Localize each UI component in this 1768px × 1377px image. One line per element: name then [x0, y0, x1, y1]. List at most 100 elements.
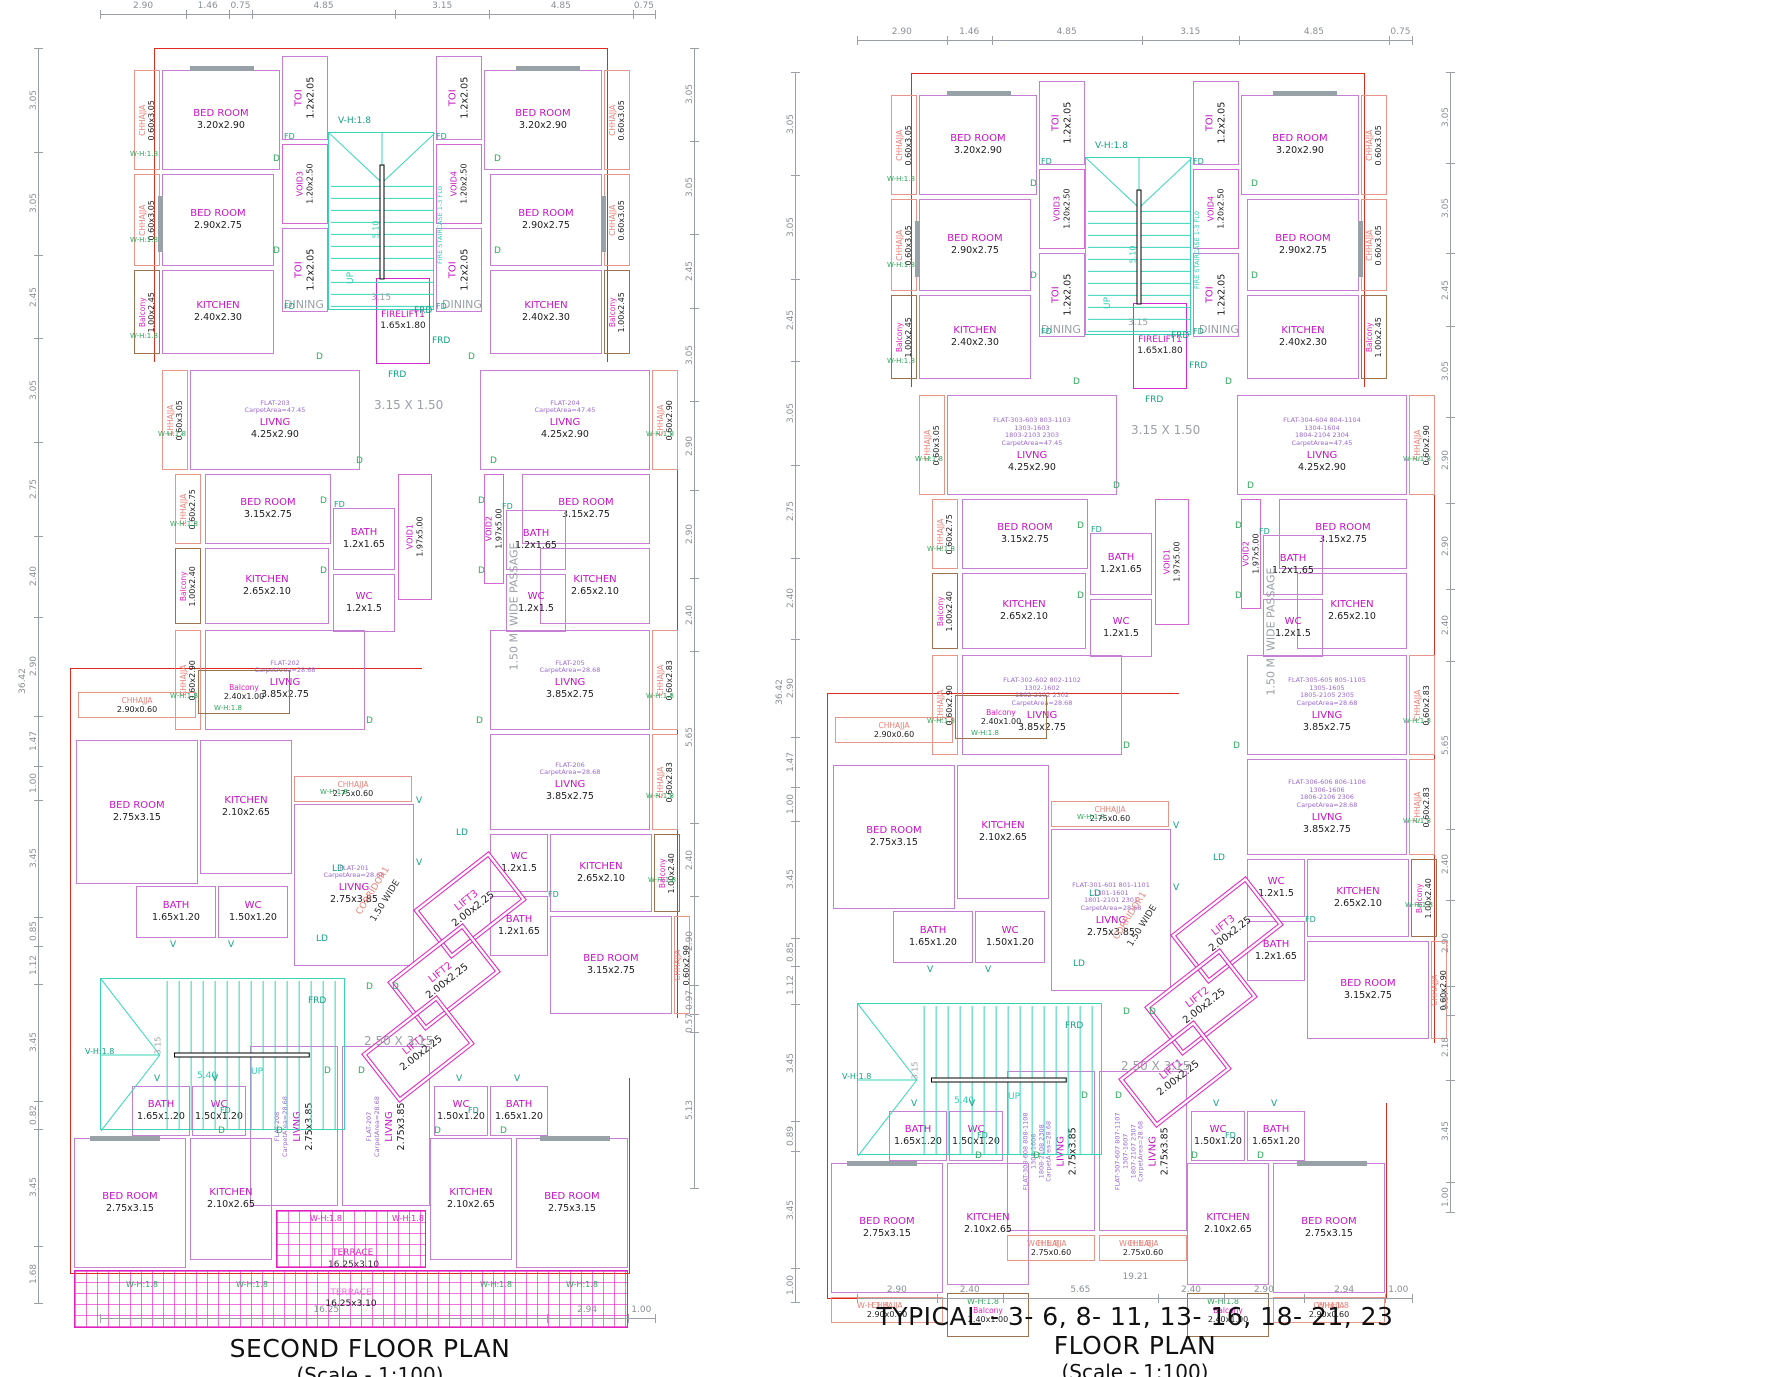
ruler-tick [34, 442, 43, 444]
room-dims: 2.75x3.15 [113, 812, 161, 824]
room-dims: 3.20x2.90 [197, 120, 245, 132]
room-dims: 0.60x2.83 [1421, 786, 1431, 828]
ruler-value: 1.00 [786, 1275, 797, 1296]
plan-label: V [985, 965, 992, 975]
ruler-tick [791, 1121, 800, 1123]
room-name: BATH [505, 1099, 533, 1111]
room-name: BATH [1279, 553, 1307, 565]
room-name: TERRACE [330, 1288, 372, 1299]
room-dims: 2.75x0.60 [1030, 1247, 1072, 1257]
room-dims: 1.2x2.05 [1216, 102, 1228, 144]
plan-label: D [476, 716, 483, 726]
room-name: KITCHEN [1281, 325, 1325, 337]
ruler-tick [791, 966, 800, 968]
room-dims: 3.85x2.75 [1303, 823, 1351, 835]
room-name: KITCHEN [209, 1187, 253, 1199]
room-dims: 3.20x2.90 [1276, 145, 1324, 157]
room-dims: 1.2x1.65 [498, 926, 540, 938]
room-dims: 1.2x2.05 [1062, 274, 1074, 316]
ruler-tick [791, 464, 800, 466]
ruler-value: 2.40 [786, 588, 797, 609]
room-dims: 0.60x3.05 [1373, 124, 1383, 166]
room-name: BED ROOM [866, 825, 922, 837]
room-dims: 1.2x1.5 [518, 603, 554, 615]
ruler-tick [34, 1303, 43, 1304]
ruler-tick [1238, 36, 1240, 45]
room-dims: 1.00x2.45 [1373, 316, 1383, 358]
room-name: Balcony [137, 297, 147, 327]
room-dims: 2.65x2.10 [571, 586, 619, 598]
room-name: TOI [293, 261, 305, 279]
ruler-tick [488, 10, 490, 19]
room-dims: 0.60x2.75 [944, 513, 954, 555]
ruler-value: 4.85 [313, 1, 334, 11]
room-name: VOID2 [1241, 541, 1251, 567]
ruler-value: 4.85 [1303, 27, 1324, 37]
dimension-ruler [100, 14, 655, 15]
room-name: VOID1 [1162, 549, 1172, 575]
room-dims: 1.2x1.5 [1103, 628, 1139, 640]
room-dims: 2.10x2.65 [207, 1199, 255, 1211]
room-name: CHHAJJA [178, 664, 188, 696]
room-dims: 2.75x3.85 [330, 894, 378, 906]
room-name: CHHAJJA [121, 695, 153, 705]
room-dims: 1.00x2.45 [616, 291, 626, 333]
ruler-tick [946, 36, 948, 45]
room-name: CHHAJJA [935, 518, 945, 550]
room-name: Balcony [657, 858, 667, 888]
room-name: BED ROOM [1272, 133, 1328, 145]
room-dims: 3.85x2.75 [546, 689, 594, 701]
room-dims: 2.40x2.30 [522, 312, 570, 324]
win-r1 [1358, 221, 1363, 277]
ruler-tick [1412, 36, 1413, 45]
room-dims: 0.60x2.75 [187, 488, 197, 530]
room-dims: 3.85x2.75 [1303, 721, 1351, 733]
room-name: TOI [1204, 286, 1216, 304]
plan-label: D [1123, 1007, 1130, 1017]
room-name: BED ROOM [109, 800, 165, 812]
win-t2 [1273, 91, 1337, 96]
room-name: BATH [162, 900, 190, 912]
ruler-value: 1.12 [29, 954, 40, 975]
ruler-value: 0.85 [29, 921, 40, 942]
room-dims: 1.2x2.05 [459, 249, 471, 291]
room-name: BED ROOM [1301, 1216, 1357, 1228]
room-dims: 1.20x2.50 [1061, 188, 1071, 230]
room-name: KITCHEN [981, 820, 1025, 832]
room-name: WC [244, 900, 262, 912]
room-name: BED ROOM [947, 233, 1003, 245]
room-dims: 1.50x1.20 [1194, 1136, 1242, 1148]
ruler-tick [34, 1245, 43, 1247]
room-name: CHHAJJA [165, 404, 175, 436]
dimension-ruler [795, 72, 796, 1302]
plan-label: V [1173, 883, 1180, 893]
